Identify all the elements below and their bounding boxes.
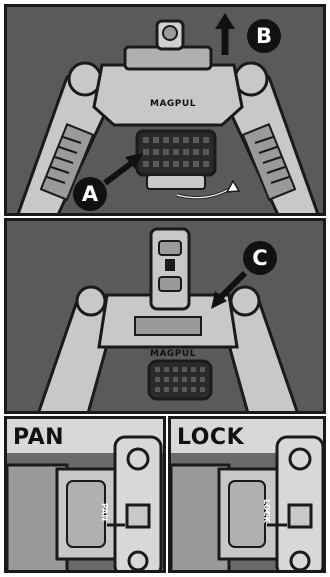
lock-title: LOCK [177,425,245,450]
brand-logo-top: MAGPUL [150,99,196,109]
bipod-middle-illustration [37,227,299,411]
callout-a: A [73,177,107,211]
panel-pan-position: PAN PAN [4,416,166,573]
pan-knob-mark: PAN [100,503,109,522]
lock-knob-mark: LOCK [262,499,271,523]
panel-pan-lock-control: MAGPUL C [4,218,326,414]
panel-rotation-adjust: MAGPUL A B [4,4,326,216]
brand-logo-middle: MAGPUL [150,349,196,359]
pan-title: PAN [13,425,65,450]
callout-c: C [243,241,277,275]
pan-detail-illustration [7,419,163,570]
lock-detail-illustration [171,419,323,570]
panel-lock-position: LOCK LOCK [168,416,326,573]
callout-b: B [247,19,281,53]
bipod-top-illustration [16,13,320,213]
